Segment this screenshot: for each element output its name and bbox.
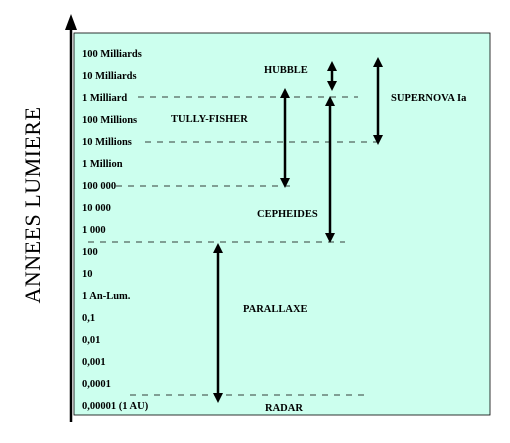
label-tully-fisher: TULLY-FISHER: [171, 114, 248, 125]
label-hubble: HUBBLE: [264, 65, 308, 76]
tick-label: 100 Millions: [82, 115, 137, 126]
tick-labels: 100 Milliards 10 Milliards 1 Milliard 100 M…: [82, 49, 149, 412]
y-axis-arrowhead: [65, 14, 77, 30]
tick-label: 100: [82, 247, 98, 258]
tick-label: 10 Millions: [82, 137, 132, 148]
tick-label: 100 Milliards: [82, 49, 142, 60]
tick-label: 0,001: [82, 357, 106, 368]
tick-label: 1 Milliard: [82, 93, 127, 104]
tick-label: 10 000: [82, 203, 111, 214]
chart-panel: [73, 32, 491, 416]
label-parallaxe: PARALLAXE: [243, 304, 308, 315]
tick-label: 0,00001 (1 AU): [82, 401, 149, 412]
tick-label: 0,1: [82, 313, 95, 324]
tick-label: 10 Milliards: [82, 71, 137, 82]
tick-label: 1 000: [82, 225, 106, 236]
label-supernova: SUPERNOVA Ia: [391, 93, 467, 104]
tick-label: 10: [82, 269, 93, 280]
tick-label: 0,01: [82, 335, 100, 346]
label-radar: RADAR: [265, 403, 303, 414]
y-axis-label: ANNEES LUMIERE: [20, 106, 45, 303]
tick-label: 100 000: [82, 181, 116, 192]
tick-label: 1 Million: [82, 159, 123, 170]
tick-label: 0,0001: [82, 379, 111, 390]
tick-label: 1 An-Lum.: [82, 291, 131, 302]
label-cepheides: CEPHEIDES: [257, 209, 318, 220]
